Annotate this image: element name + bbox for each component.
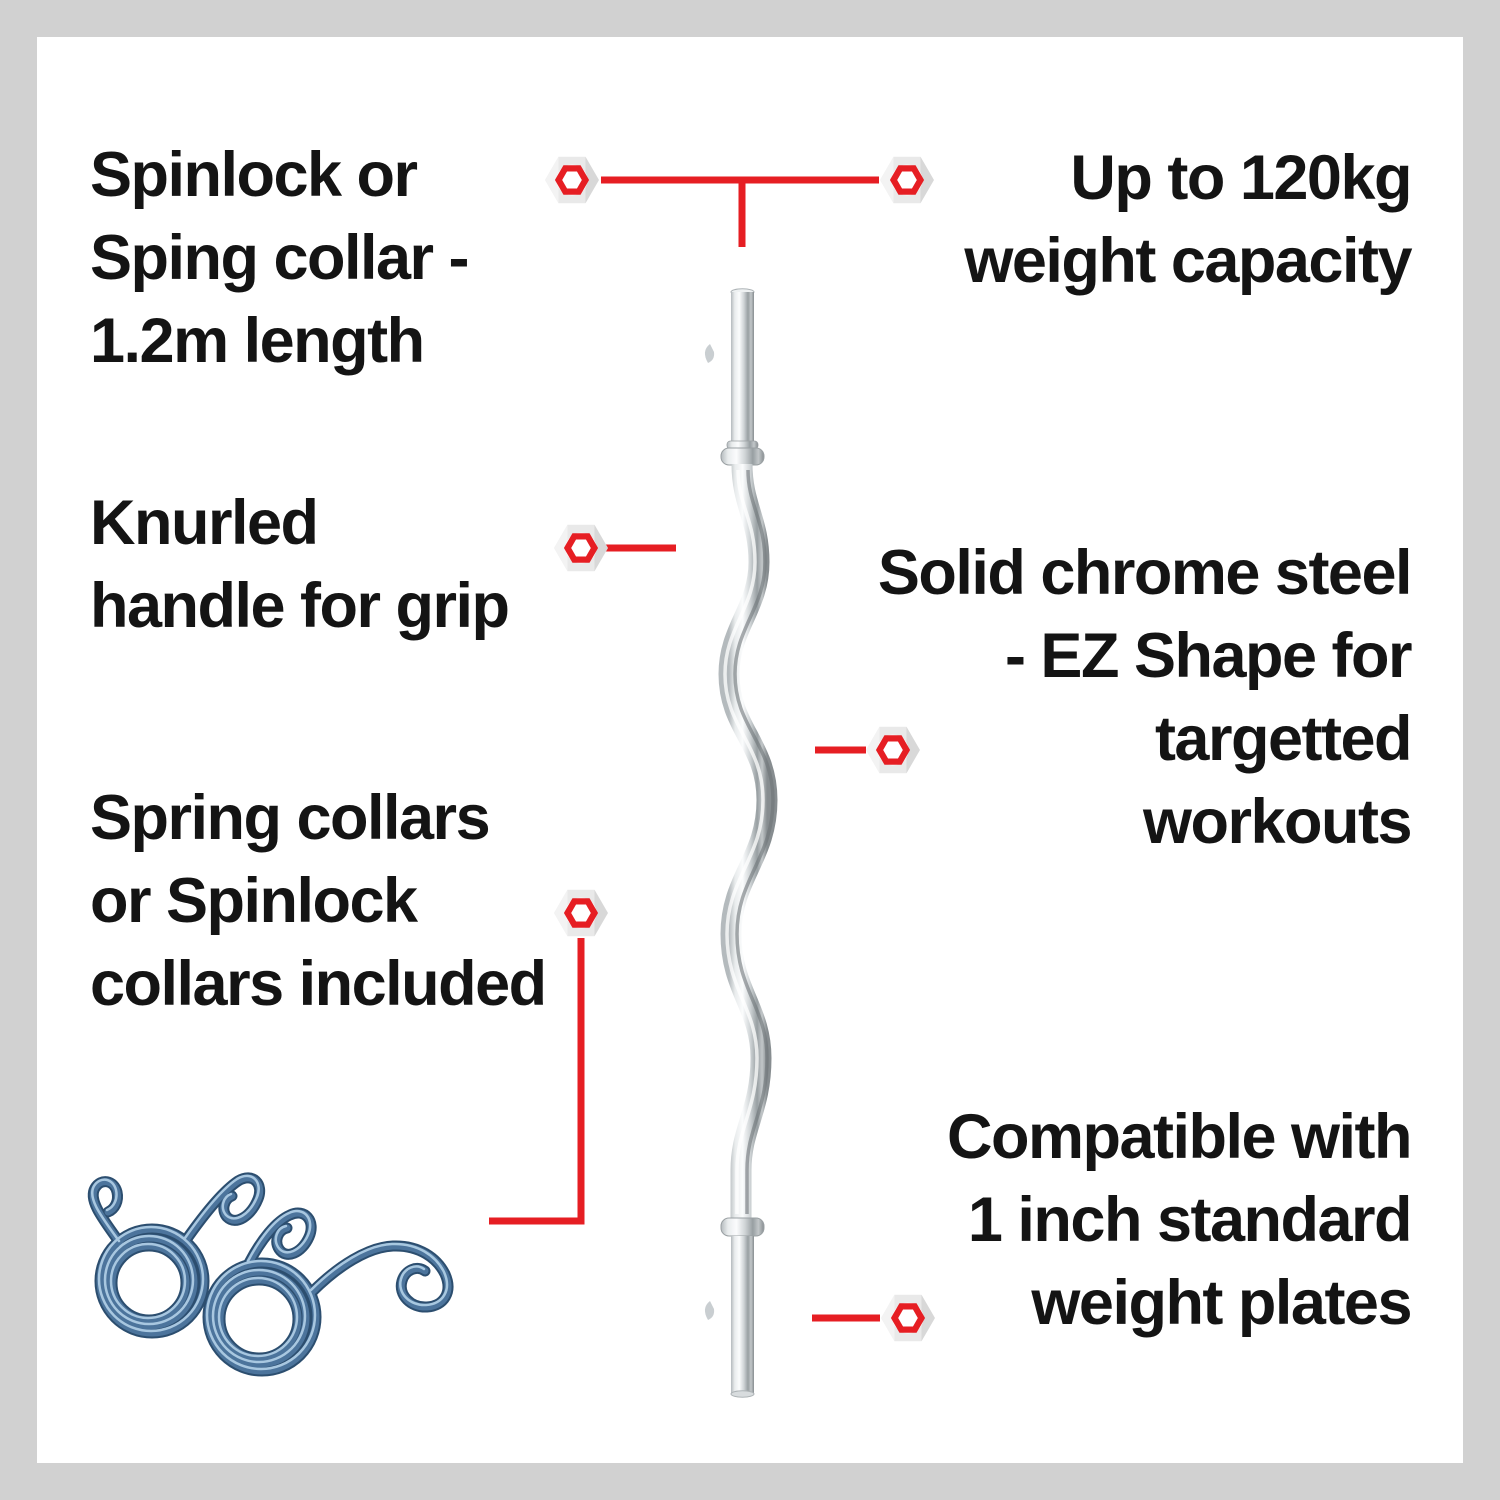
callout-text-collars: Spring collars or Spinlock collars inclu… <box>90 777 547 1026</box>
callout-text-line: 1.2m length <box>90 306 425 376</box>
bar-bottom-sleeve <box>731 1236 754 1394</box>
callout-text-material: Solid chrome steel - EZ Shape for target… <box>877 532 1413 864</box>
bar-shaft-dark-streak <box>733 469 775 1214</box>
callout-text-line: Compatible with <box>947 1102 1413 1172</box>
callout-text-line: Spring collars <box>90 783 491 853</box>
bar-bottom-cap <box>730 1390 755 1398</box>
hex-nut-icon <box>545 157 599 204</box>
hex-nut-icon <box>880 157 934 204</box>
spring-collars-photo <box>92 1176 448 1377</box>
bar-curved-shaft <box>718 463 778 1220</box>
callout-text-line: handle for grip <box>90 571 510 641</box>
hex-nut-icon <box>554 890 608 937</box>
callout-text-capacity: Up to 120kg weight capacity <box>964 137 1412 303</box>
callout-text-line: 1 inch standard <box>967 1185 1413 1255</box>
callout-text-line: or Spinlock <box>90 866 418 936</box>
callout-text-line: Solid chrome steel <box>877 538 1413 608</box>
bar-flange-bottom <box>720 1217 765 1237</box>
callout-text-line: Up to 120kg <box>1070 143 1412 213</box>
callout-text-line: - EZ Shape for <box>1004 621 1413 691</box>
hex-nut-icon <box>554 525 608 572</box>
callout-text-line: targetted <box>1154 704 1413 774</box>
bar-top-sleeve <box>731 292 754 444</box>
callout-text-line: Sping collar - <box>90 223 470 293</box>
callout-text-line: Spinlock or <box>90 140 418 210</box>
callout-text-line: collars included <box>90 949 547 1019</box>
callout-text-knurled: Knurled handle for grip <box>90 482 510 648</box>
callout-text-line: Knurled <box>90 488 319 558</box>
callout-line-top <box>601 176 879 247</box>
photo-artifact-bottom <box>704 1301 715 1320</box>
photo-artifact-top <box>704 344 715 363</box>
hex-nut-icon <box>881 1295 935 1342</box>
callout-text-line: weight plates <box>1031 1268 1412 1338</box>
bar-flange-top <box>720 447 765 466</box>
callout-line-collars <box>489 938 585 1225</box>
callout-lines <box>489 176 880 1322</box>
ez-curl-bar <box>704 288 778 1398</box>
callout-text-line: workouts <box>1142 787 1413 857</box>
callout-text-length: Spinlock or Sping collar - 1.2m length <box>90 134 470 383</box>
callout-text-plates: Compatible with 1 inch standard weight p… <box>947 1096 1413 1345</box>
bar-shaft-highlight-streak <box>723 469 765 1214</box>
callout-text-line: weight capacity <box>964 226 1412 296</box>
